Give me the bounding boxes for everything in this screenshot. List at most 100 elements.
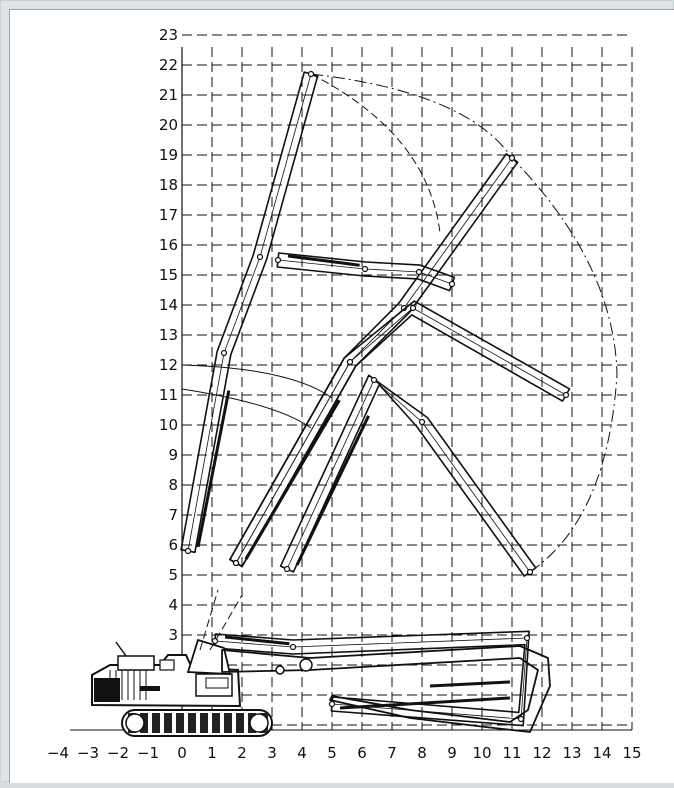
guide-line — [209, 594, 243, 651]
y-tick-label: 5 — [168, 566, 178, 584]
pivot-pin — [299, 658, 313, 672]
y-tick-label: 17 — [159, 206, 178, 224]
x-tick-label: 7 — [387, 744, 397, 762]
pivot-pin — [275, 665, 285, 675]
pivot-pin — [283, 565, 291, 573]
y-tick-label: 7 — [168, 506, 178, 524]
boom-outline-upper-reach — [229, 153, 519, 568]
y-tick-label: 13 — [159, 326, 178, 344]
x-tick-label: 4 — [297, 744, 307, 762]
pivot-pin — [256, 253, 264, 261]
inner-envelope-line — [310, 73, 441, 234]
sprocket-wheel — [249, 713, 269, 733]
pivot-pin — [517, 715, 525, 723]
pivot-pin — [370, 376, 378, 384]
y-tick-label: 21 — [159, 86, 178, 104]
y-tick-label: 14 — [159, 296, 178, 314]
y-tick-label: 12 — [159, 356, 178, 374]
cab-window — [205, 677, 229, 689]
boom-outline-ground-folded — [213, 630, 530, 727]
pivot-pin — [418, 418, 426, 426]
swing-arc-line — [181, 364, 333, 399]
x-tick-label: −1 — [137, 744, 159, 762]
cylinder-max-height — [196, 390, 231, 548]
track-shoe — [188, 713, 196, 733]
reach-envelope-line — [310, 73, 618, 573]
cylinder-mid-reach-b — [295, 415, 370, 566]
y-tick-label: 19 — [159, 146, 178, 164]
pivot-pin — [415, 268, 423, 276]
x-tick-label: −3 — [77, 744, 99, 762]
x-tick-label: 14 — [592, 744, 611, 762]
pivot-pin — [346, 358, 354, 366]
y-tick-label: 15 — [159, 266, 178, 284]
y-tick-label: 8 — [168, 476, 178, 494]
boom-centerline-max-height — [187, 73, 312, 552]
boom-outline-max-height — [180, 71, 319, 554]
y-tick-label: 11 — [159, 386, 178, 404]
y-tick-label: 3 — [168, 626, 178, 644]
y-tick-label: 6 — [168, 536, 178, 554]
x-tick-label: 8 — [417, 744, 427, 762]
guide-line — [199, 589, 219, 651]
pivot-pin — [328, 700, 336, 708]
cylinder-ground-folded — [224, 635, 290, 646]
x-tick-label: 13 — [562, 744, 581, 762]
track-shoe — [224, 713, 232, 733]
boom-outline-mid-reach-b — [279, 374, 537, 577]
boom-foot-bracket — [186, 638, 232, 675]
brand-plate — [140, 686, 160, 691]
diagram-sheet: 234567891011121314151617181920212223−4−3… — [9, 9, 674, 783]
pivot-pin — [409, 304, 417, 312]
ground-arm-cylinder — [339, 696, 511, 710]
x-tick-label: 2 — [237, 744, 247, 762]
x-tick-label: 9 — [447, 744, 457, 762]
x-tick-label: 1 — [207, 744, 217, 762]
pivot-pin — [508, 154, 516, 162]
boom-centerline-mid-reach-b — [286, 379, 531, 573]
pivot-pin — [232, 559, 240, 567]
x-tick-label: −4 — [47, 744, 69, 762]
track-shoe — [200, 713, 208, 733]
y-tick-label: 9 — [168, 446, 178, 464]
x-tick-label: 12 — [532, 744, 551, 762]
x-tick-label: 3 — [267, 744, 277, 762]
y-tick-label: 20 — [159, 116, 178, 134]
x-tick-label: −2 — [107, 744, 129, 762]
y-tick-label: 16 — [159, 236, 178, 254]
pivot-pin — [448, 280, 456, 288]
x-tick-label: 10 — [472, 744, 491, 762]
idler-wheel — [125, 713, 145, 733]
y-tick-label: 22 — [159, 56, 178, 74]
x-tick-label: 11 — [502, 744, 521, 762]
engine-hood — [117, 655, 155, 671]
ground-arm-outline — [221, 645, 551, 733]
antenna — [115, 641, 127, 657]
boom-centerline-arm-horizontal — [277, 259, 453, 285]
track-shoe — [176, 713, 184, 733]
pivot-pin — [184, 547, 192, 555]
ground-arm-cylinder — [429, 680, 511, 688]
y-tick-label: 23 — [159, 26, 178, 44]
track-shoe — [164, 713, 172, 733]
boom-outline-arm-horizontal — [276, 252, 456, 292]
pivot-pin — [307, 70, 315, 78]
x-tick-label: 5 — [327, 744, 337, 762]
x-tick-label: 15 — [622, 744, 641, 762]
exhaust-stack — [159, 659, 175, 671]
track-shoe — [152, 713, 160, 733]
pivot-pin — [562, 391, 570, 399]
cylinder-mid-reach-a — [244, 399, 341, 560]
pivot-pin — [523, 634, 531, 642]
pivot-pin — [274, 256, 282, 264]
x-tick-label: 0 — [177, 744, 187, 762]
swing-arc-line — [181, 388, 312, 429]
boom-centerline-mid-reach-a — [235, 307, 567, 564]
pivot-pin — [361, 265, 369, 273]
working-range-diagram: 234567891011121314151617181920212223−4−3… — [47, 26, 642, 762]
y-tick-label: 10 — [159, 416, 178, 434]
cylinder-arm-horizontal — [287, 254, 360, 267]
track-shoe — [212, 713, 220, 733]
pivot-pin — [289, 643, 297, 651]
